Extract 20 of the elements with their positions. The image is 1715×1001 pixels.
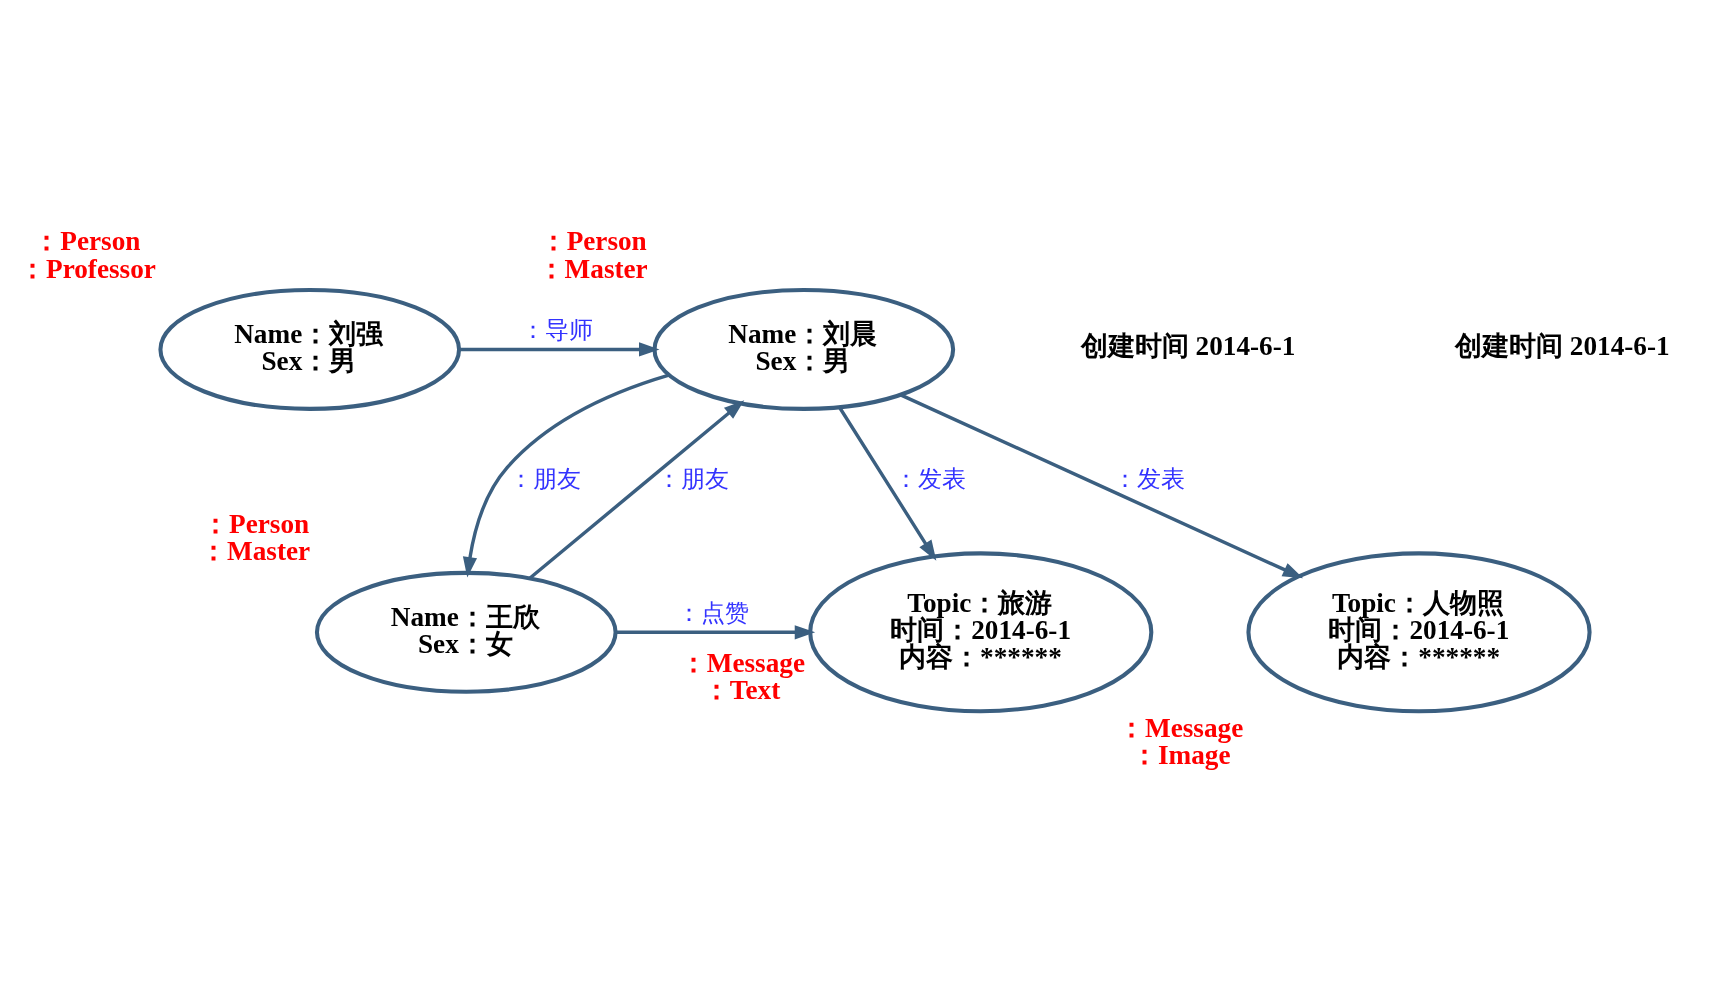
edge-label: ：导师 bbox=[520, 314, 593, 344]
edge-label: ：朋友 bbox=[508, 464, 581, 494]
edge-label: ：发表 bbox=[893, 464, 966, 494]
arrow bbox=[459, 342, 660, 357]
label: 创建时间 2014-6-1 bbox=[1455, 330, 1670, 361]
arrow bbox=[899, 393, 1304, 579]
node-ellipse: Topic：人物照 时间：2014-6-1 内容：****** bbox=[1246, 551, 1592, 714]
node-ellipse: Name：刘强 Sex：男 bbox=[158, 287, 462, 411]
node-ellipse: Topic：旅游 时间：2014-6-1 内容：****** bbox=[808, 551, 1154, 714]
edge-label: ：朋友 bbox=[656, 464, 729, 494]
node-ellipse: Name：王欣 Sex：女 bbox=[314, 570, 618, 694]
edge-label: ：点赞 bbox=[676, 597, 749, 627]
label: 创建时间 2014-6-1 bbox=[1080, 330, 1296, 361]
edge-label: ：发表 bbox=[1112, 464, 1185, 494]
arrow bbox=[615, 625, 816, 640]
arrow bbox=[838, 406, 937, 561]
node-ellipse: Name：刘晨 Sex：男 bbox=[652, 287, 956, 411]
arrow bbox=[528, 400, 745, 580]
arrow bbox=[462, 373, 670, 578]
node-label: ：Message bbox=[1117, 713, 1244, 744]
